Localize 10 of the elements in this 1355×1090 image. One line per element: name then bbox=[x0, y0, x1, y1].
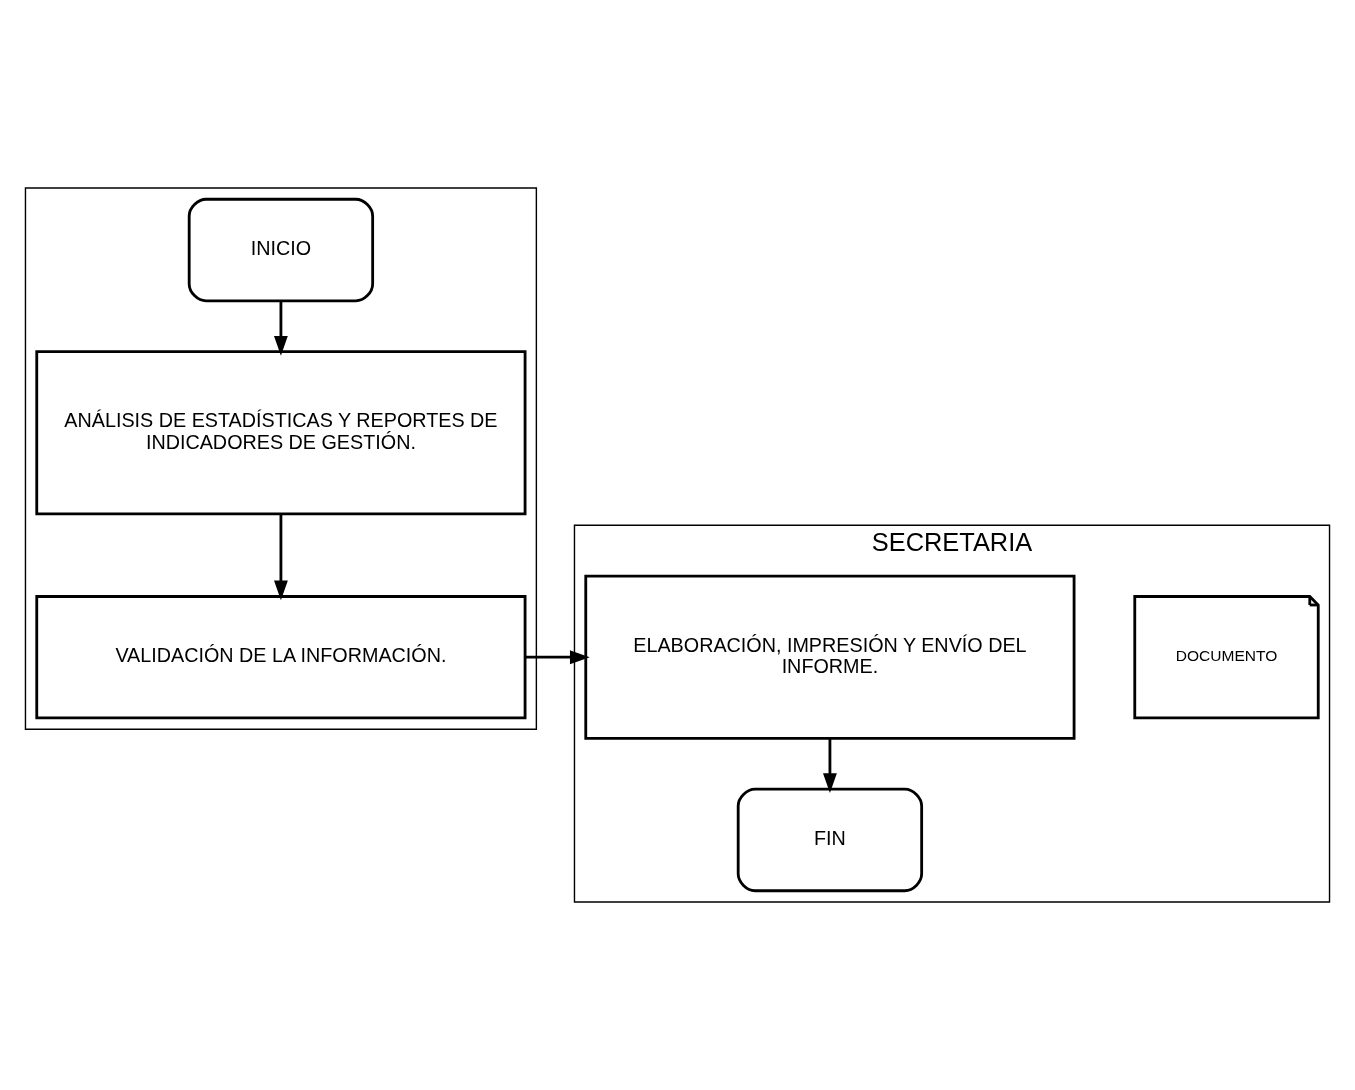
node-box: INICIO bbox=[187, 197, 375, 303]
arrow bbox=[823, 738, 837, 794]
arrow bbox=[274, 514, 288, 601]
arrow bbox=[274, 301, 288, 356]
node-box: VALIDACIÓN DE LA INFORMACIÓN. bbox=[35, 595, 527, 720]
arrow bbox=[525, 650, 590, 665]
node-box: FIN bbox=[736, 787, 924, 893]
node-box: ANÁLISIS DE ESTADÍSTICAS Y REPORTES DE INDICADORES DE GESTIÓN. bbox=[35, 350, 527, 516]
node-box: ELABORACIÓN, IMPRESIÓN Y ENVÍO DEL INFORME. bbox=[584, 574, 1076, 740]
cluster bbox=[24, 187, 538, 730]
